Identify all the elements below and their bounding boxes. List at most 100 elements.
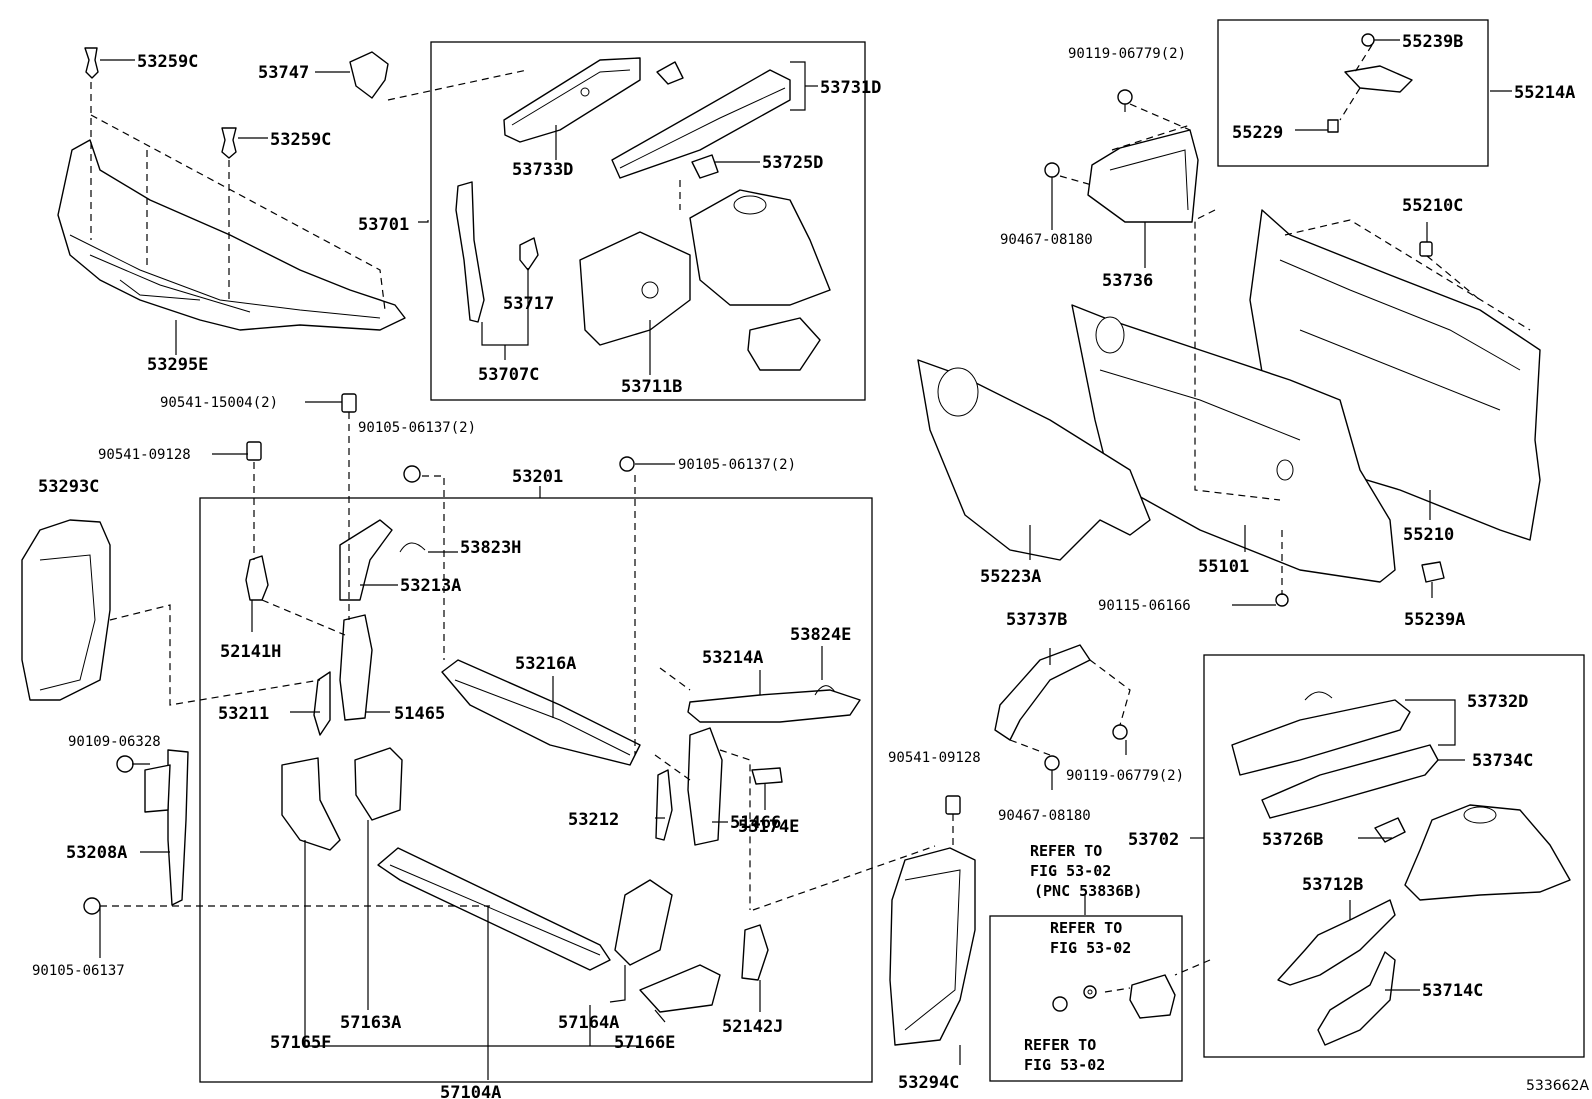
part-53211-drawing — [313, 671, 331, 736]
part-53726B-drawing — [1374, 817, 1406, 843]
part-53734C-drawing — [1261, 744, 1439, 819]
label-90119-06779-a: 90119-06779(2) — [1068, 46, 1186, 62]
label-53731D: 53731D — [820, 78, 881, 98]
label-90467-08180-b: 90467-08180 — [998, 808, 1091, 824]
refer-note-top: REFER TO FIG 53-02 (PNC 53836B) — [1030, 842, 1142, 900]
label-53214A: 53214A — [702, 648, 763, 668]
label-53734C: 53734C — [1472, 751, 1533, 771]
label-90115-06166: 90115-06166 — [1098, 598, 1191, 614]
part-55239A-drawing — [1421, 561, 1445, 583]
label-53712B: 53712B — [1302, 875, 1363, 895]
bracket-refer-drawing — [1129, 974, 1176, 1019]
label-90541-15004: 90541-15004(2) — [160, 395, 278, 411]
label-53259C-a: 53259C — [137, 52, 198, 72]
svg-text:FIG 53-02: FIG 53-02 — [1030, 862, 1111, 880]
label-53174E: 53174E — [738, 817, 799, 837]
label-51465: 51465 — [394, 704, 445, 724]
part-53717-drawing — [519, 237, 539, 271]
part-55229-drawing — [1327, 119, 1339, 133]
bolt-90115-06166-drawing — [1275, 593, 1289, 607]
part-53295E-drawing — [57, 139, 406, 331]
part-53747-drawing — [349, 51, 389, 99]
washer-refer-drawing — [1083, 985, 1097, 999]
bolt-90109-06328-drawing — [116, 755, 134, 773]
label-55101: 55101 — [1198, 557, 1249, 577]
label-53213A: 53213A — [400, 576, 461, 596]
label-53736: 53736 — [1102, 271, 1153, 291]
stopper-90541-09128-a-drawing — [246, 441, 262, 461]
group-box-53201 — [199, 497, 873, 1083]
label-53725D: 53725D — [762, 153, 823, 173]
svg-text:(PNC 53836B): (PNC 53836B) — [1034, 882, 1142, 900]
part-53213A-drawing — [339, 519, 393, 601]
part-55214A-bracket-drawing — [1344, 65, 1413, 93]
label-53295E: 53295E — [147, 355, 208, 375]
bolt-refer-drawing — [1052, 996, 1068, 1012]
label-55223A: 55223A — [980, 567, 1041, 587]
part-53737B-drawing — [994, 644, 1091, 741]
bolt-90105-06137-c-drawing — [83, 897, 101, 915]
label-90467-08180-a: 90467-08180 — [1000, 232, 1093, 248]
part-57163A-drawing — [354, 747, 403, 821]
part-55239B-drawing — [1361, 33, 1375, 47]
part-53702-apron-drawing — [1404, 804, 1571, 901]
part-57164A-drawing — [614, 879, 673, 966]
label-90109-06328: 90109-06328 — [68, 734, 161, 750]
part-57166E-drawing — [639, 964, 721, 1013]
label-55210C: 55210C — [1402, 196, 1463, 216]
bolt-90467-08180-b-drawing — [1044, 755, 1060, 771]
refer-note-box-bottom: REFER TO FIG 53-02 — [1024, 1036, 1105, 1074]
svg-text:REFER TO: REFER TO — [1024, 1036, 1096, 1054]
part-52142J-drawing — [741, 924, 769, 981]
stopper-90541-15004-drawing — [341, 393, 357, 413]
part-53712B-drawing — [1277, 899, 1396, 986]
group-box-refer — [989, 915, 1183, 1082]
part-53294C-drawing — [889, 847, 976, 1046]
part-53732D-drawing — [1231, 691, 1411, 776]
label-53201: 53201 — [512, 467, 563, 487]
label-53294C: 53294C — [898, 1073, 959, 1093]
part-55210C-drawing — [1419, 241, 1433, 257]
bolt-90119-06779-a-drawing — [1117, 89, 1133, 105]
label-53702: 53702 — [1128, 830, 1179, 850]
label-53216A: 53216A — [515, 654, 576, 674]
label-53293C: 53293C — [38, 477, 99, 497]
clip-53259C-b-drawing — [221, 127, 237, 159]
label-57104A: 57104A — [440, 1083, 501, 1099]
part-53736-drawing — [1087, 129, 1199, 223]
part-52141H-drawing — [245, 555, 269, 601]
label-53824E: 53824E — [790, 625, 851, 645]
label-90119-06779-b: 90119-06779(2) — [1066, 768, 1184, 784]
label-90105-06137-b: 90105-06137(2) — [678, 457, 796, 473]
label-52141H: 52141H — [220, 642, 281, 662]
label-53707C: 53707C — [478, 365, 539, 385]
label-53701: 53701 — [358, 215, 409, 235]
part-53711B-drawing — [579, 189, 831, 371]
part-51465-drawing — [339, 614, 373, 721]
label-55210: 55210 — [1403, 525, 1454, 545]
part-53214A-drawing — [687, 689, 861, 723]
svg-text:REFER TO: REFER TO — [1030, 842, 1102, 860]
part-53824E-drawing — [814, 685, 836, 696]
part-53216A-drawing — [441, 659, 641, 766]
clip-53259C-a-drawing — [84, 47, 99, 79]
group-box-53701 — [430, 41, 866, 401]
bolt-90105-06137-a-drawing — [403, 465, 421, 483]
part-53293C-drawing — [21, 519, 111, 701]
label-90541-09128-b: 90541-09128 — [888, 750, 981, 766]
label-53737B: 53737B — [1006, 610, 1067, 630]
label-53208A: 53208A — [66, 843, 127, 863]
svg-text:REFER TO: REFER TO — [1050, 919, 1122, 937]
label-52142J: 52142J — [722, 1017, 783, 1037]
label-90541-09128-a: 90541-09128 — [98, 447, 191, 463]
part-53725D-drawing — [691, 154, 719, 179]
svg-text:FIG 53-02: FIG 53-02 — [1050, 939, 1131, 957]
label-55229: 55229 — [1232, 123, 1283, 143]
leader-lines — [99, 39, 1512, 1080]
label-53259C-b: 53259C — [270, 130, 331, 150]
label-57165F: 57165F — [270, 1033, 331, 1053]
part-53823H-drawing — [399, 542, 426, 553]
part-55101-drawing — [1071, 304, 1396, 583]
label-53714C: 53714C — [1422, 981, 1483, 1001]
